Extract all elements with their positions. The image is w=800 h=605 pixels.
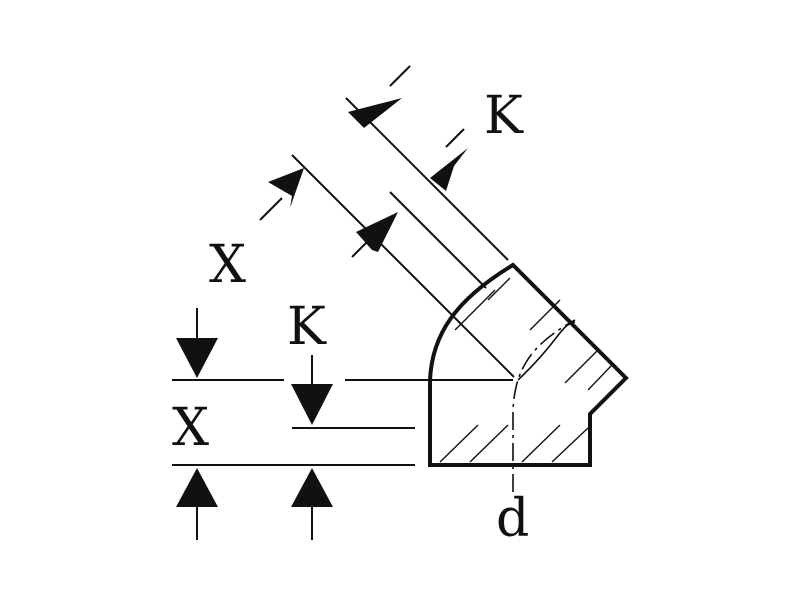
label-x-vertical: X: [172, 398, 209, 458]
elbow-fitting: [428, 262, 629, 492]
fitting-outline: [428, 262, 629, 467]
ext-line-x-outer: [291, 154, 515, 378]
arrow-k-left-bottom: [291, 468, 333, 507]
label-k-diagonal: K: [484, 86, 524, 146]
arrow-x-left-bottom: [176, 468, 218, 507]
vertical-dimensions: [172, 308, 513, 540]
label-diameter: d: [496, 489, 529, 549]
fitting-centre-line: [512, 319, 576, 492]
vertical-arrowheads: [176, 338, 333, 507]
label-x-diagonal: X: [209, 235, 246, 295]
arrow-x-outer: [268, 168, 304, 208]
label-k-vertical: K: [287, 297, 327, 357]
arrow-x-left-top: [176, 338, 218, 378]
fitting-inner-arc: [517, 321, 576, 381]
arrow-k-inner: [430, 148, 468, 191]
diagonal-dimensions: [259, 65, 515, 378]
diagonal-arrowheads: [268, 98, 468, 252]
arrow-k-left-top: [291, 384, 333, 425]
ext-line-k-outer: [345, 97, 509, 261]
arrow-x-inner: [356, 212, 398, 252]
fitting-hatching: [439, 277, 613, 463]
ext-line-k-inner: [389, 191, 487, 289]
arrow-k-outer: [348, 98, 402, 128]
